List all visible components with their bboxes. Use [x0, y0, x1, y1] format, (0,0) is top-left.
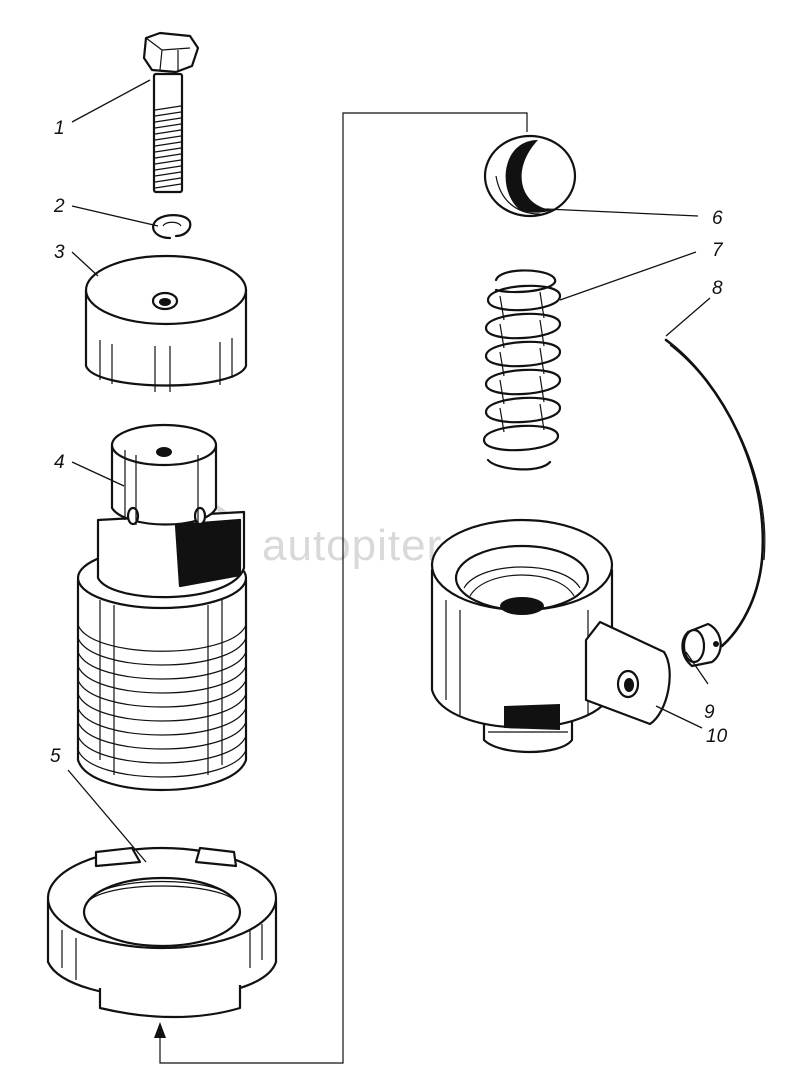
callout-label-5: 5 [50, 746, 61, 767]
part-4-body [76, 423, 248, 792]
callout-label-10: 10 [706, 726, 728, 747]
part-9-seal [681, 622, 722, 668]
leader-lines [67, 79, 711, 863]
part-7-coil-spring [482, 269, 562, 471]
callout-label-7: 7 [712, 240, 724, 261]
part-3-cap [84, 254, 248, 392]
callout-labels: 1 2 3 4 5 6 7 8 9 10 [50, 118, 728, 767]
callout-label-6: 6 [712, 208, 723, 229]
callout-label-3: 3 [54, 242, 65, 263]
callout-label-4: 4 [54, 452, 65, 473]
callout-label-1: 1 [54, 118, 65, 139]
callout-label-8: 8 [712, 278, 723, 299]
arrow-head-icon [154, 1022, 166, 1038]
part-2-spring-washer [152, 214, 192, 240]
part-5-round-nut [46, 846, 278, 1019]
part-10-valve-housing [430, 518, 671, 754]
assembly-connector-line [154, 112, 528, 1064]
part-6-valve-ball [483, 134, 577, 218]
callout-label-9: 9 [704, 702, 715, 723]
part-1-bolt [142, 31, 200, 194]
callout-label-2: 2 [53, 196, 65, 217]
part-8-wire [664, 338, 766, 648]
